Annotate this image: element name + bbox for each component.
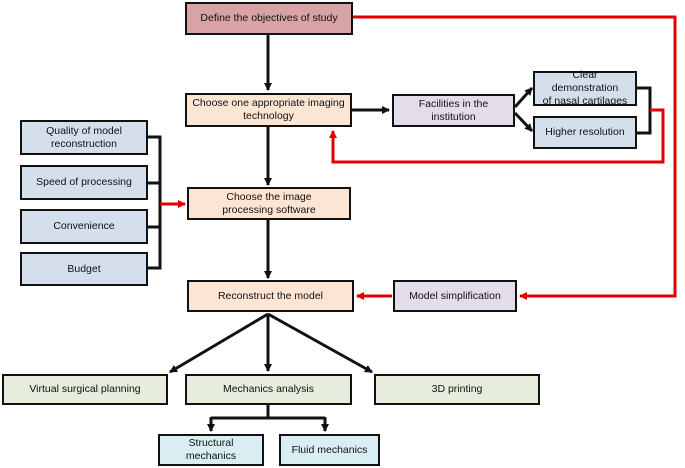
- node-reconstruct-model: Reconstruct the model: [187, 280, 354, 312]
- node-facilities-label: Facilities in the institution: [418, 97, 489, 123]
- node-quality-line2: reconstruction: [51, 137, 117, 150]
- node-choose-imaging: Choose one appropriate imaging technolog…: [185, 93, 352, 127]
- bracket-software-criteria: [148, 135, 162, 270]
- node-budget: Budget: [20, 252, 148, 286]
- node-nasal-cartilages: Clear demonstration of nasal cartilages: [533, 69, 637, 108]
- node-reconstruct-label: Reconstruct the model: [217, 289, 324, 302]
- node-choose-software-line2: processing software: [222, 203, 316, 216]
- arrow-facilities-to-resolution: [513, 111, 534, 133]
- node-simplification-label: Model simplification: [409, 289, 501, 302]
- node-mechanics-analysis: Mechanics analysis: [185, 374, 352, 405]
- node-choose-software: Choose the image processing software: [187, 187, 351, 220]
- node-fluid-label: Fluid mechanics: [291, 443, 368, 456]
- node-define-objectives: Define the objectives of study: [185, 2, 353, 35]
- node-virtual-surgical-planning: Virtual surgical planning: [2, 374, 168, 405]
- node-structural-mechanics: Structural mechanics: [158, 434, 264, 466]
- red-arrow-criteria-to-imaging: [329, 108, 665, 164]
- node-speed-processing: Speed of processing: [20, 165, 148, 200]
- node-speed-label: Speed of processing: [36, 176, 132, 188]
- node-budget-label: Budget: [67, 262, 101, 275]
- red-arrow-define-to-simplification: [353, 15, 677, 300]
- node-choose-imaging-line2: technology: [243, 110, 294, 122]
- node-nasal-cartilages-text: Clear demonstration of nasal cartilages: [539, 69, 631, 108]
- node-fluid-mechanics: Fluid mechanics: [279, 434, 380, 466]
- node-planning-label: Virtual surgical planning: [29, 383, 141, 395]
- node-nasal-cartilages-line1: Clear demonstration: [551, 69, 619, 94]
- node-define-label: Define the objectives of study: [200, 12, 338, 24]
- node-choose-software-line1: Choose the image: [226, 190, 312, 203]
- node-3d-printing: 3D printing: [374, 374, 540, 405]
- arrow-reconstruct-to-planning: [169, 312, 269, 374]
- arrow-reconstruct-to-printing: [267, 312, 373, 374]
- node-facilities: Facilities in the institution: [392, 94, 515, 127]
- bracket-imaging-criteria: [637, 86, 652, 135]
- node-convenience-label: Convenience: [53, 220, 115, 232]
- node-higher-resolution-label: Higher resolution: [545, 126, 625, 138]
- node-choose-imaging-line1: Choose one appropriate imaging: [192, 97, 345, 109]
- node-printing-label: 3D printing: [431, 383, 483, 395]
- node-quality-line1: Quality of model: [46, 124, 122, 137]
- node-convenience: Convenience: [20, 209, 148, 244]
- node-quality-reconstruction-text: Quality of model reconstruction: [46, 125, 122, 151]
- node-nasal-cartilages-line2: of nasal cartilages: [542, 95, 628, 107]
- node-choose-software-text: Choose the image processing software: [222, 191, 315, 217]
- arrow-mechanics-split: [211, 405, 325, 420]
- node-model-simplification: Model simplification: [393, 280, 517, 312]
- node-structural-label: Structural mechanics: [185, 437, 237, 462]
- node-mechanics-label: Mechanics analysis: [222, 383, 315, 395]
- arrow-facilities-to-cartilage: [513, 86, 534, 109]
- node-higher-resolution: Higher resolution: [533, 116, 637, 149]
- node-quality-reconstruction: Quality of model reconstruction: [20, 120, 148, 155]
- node-choose-imaging-text: Choose one appropriate imaging technolog…: [192, 97, 344, 123]
